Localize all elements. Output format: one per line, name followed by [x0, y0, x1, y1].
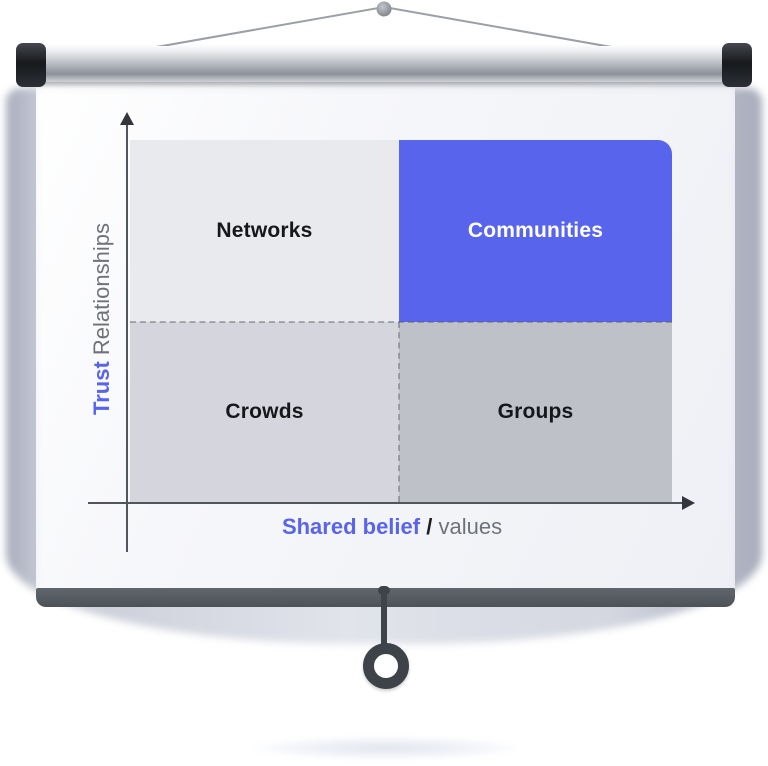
- quadrant-communities-label: Communities: [467, 219, 604, 242]
- quadrant-crowds: Crowds: [130, 322, 399, 502]
- floor-shadow: [248, 736, 524, 760]
- x-axis-label-regular: values: [438, 514, 503, 539]
- quadrant-groups-label: Groups: [497, 400, 574, 423]
- roller-cap-right: [722, 43, 752, 87]
- pull-cord: [381, 589, 387, 647]
- quadrant-communities: Communities: [399, 140, 672, 322]
- quadrant-crowds-label: Crowds: [225, 400, 304, 423]
- x-axis-label-separator: /: [426, 514, 433, 539]
- x-axis-arrow-icon: [682, 496, 695, 510]
- pull-ring-handle[interactable]: [363, 643, 409, 689]
- y-axis-label-regular: Relationships: [89, 223, 114, 356]
- x-axis-line: [88, 502, 682, 504]
- y-axis-label-bold: Trust: [89, 361, 114, 415]
- y-axis-arrow-icon: [120, 112, 134, 125]
- horizontal-divider-dashed: [130, 321, 672, 323]
- y-axis-line: [126, 122, 128, 552]
- hook-knob: [376, 1, 392, 17]
- y-axis-label: Trust Relationships: [89, 169, 119, 469]
- x-axis-label: Shared belief / values: [192, 514, 592, 540]
- quadrant-networks-label: Networks: [216, 219, 313, 242]
- quadrant-networks: Networks: [130, 140, 399, 322]
- roller-cap-left: [16, 43, 46, 87]
- quadrant-groups: Groups: [399, 322, 672, 502]
- x-axis-label-bold: Shared belief: [281, 514, 421, 539]
- vertical-divider-dashed: [398, 322, 400, 502]
- roller-bar: [24, 46, 744, 82]
